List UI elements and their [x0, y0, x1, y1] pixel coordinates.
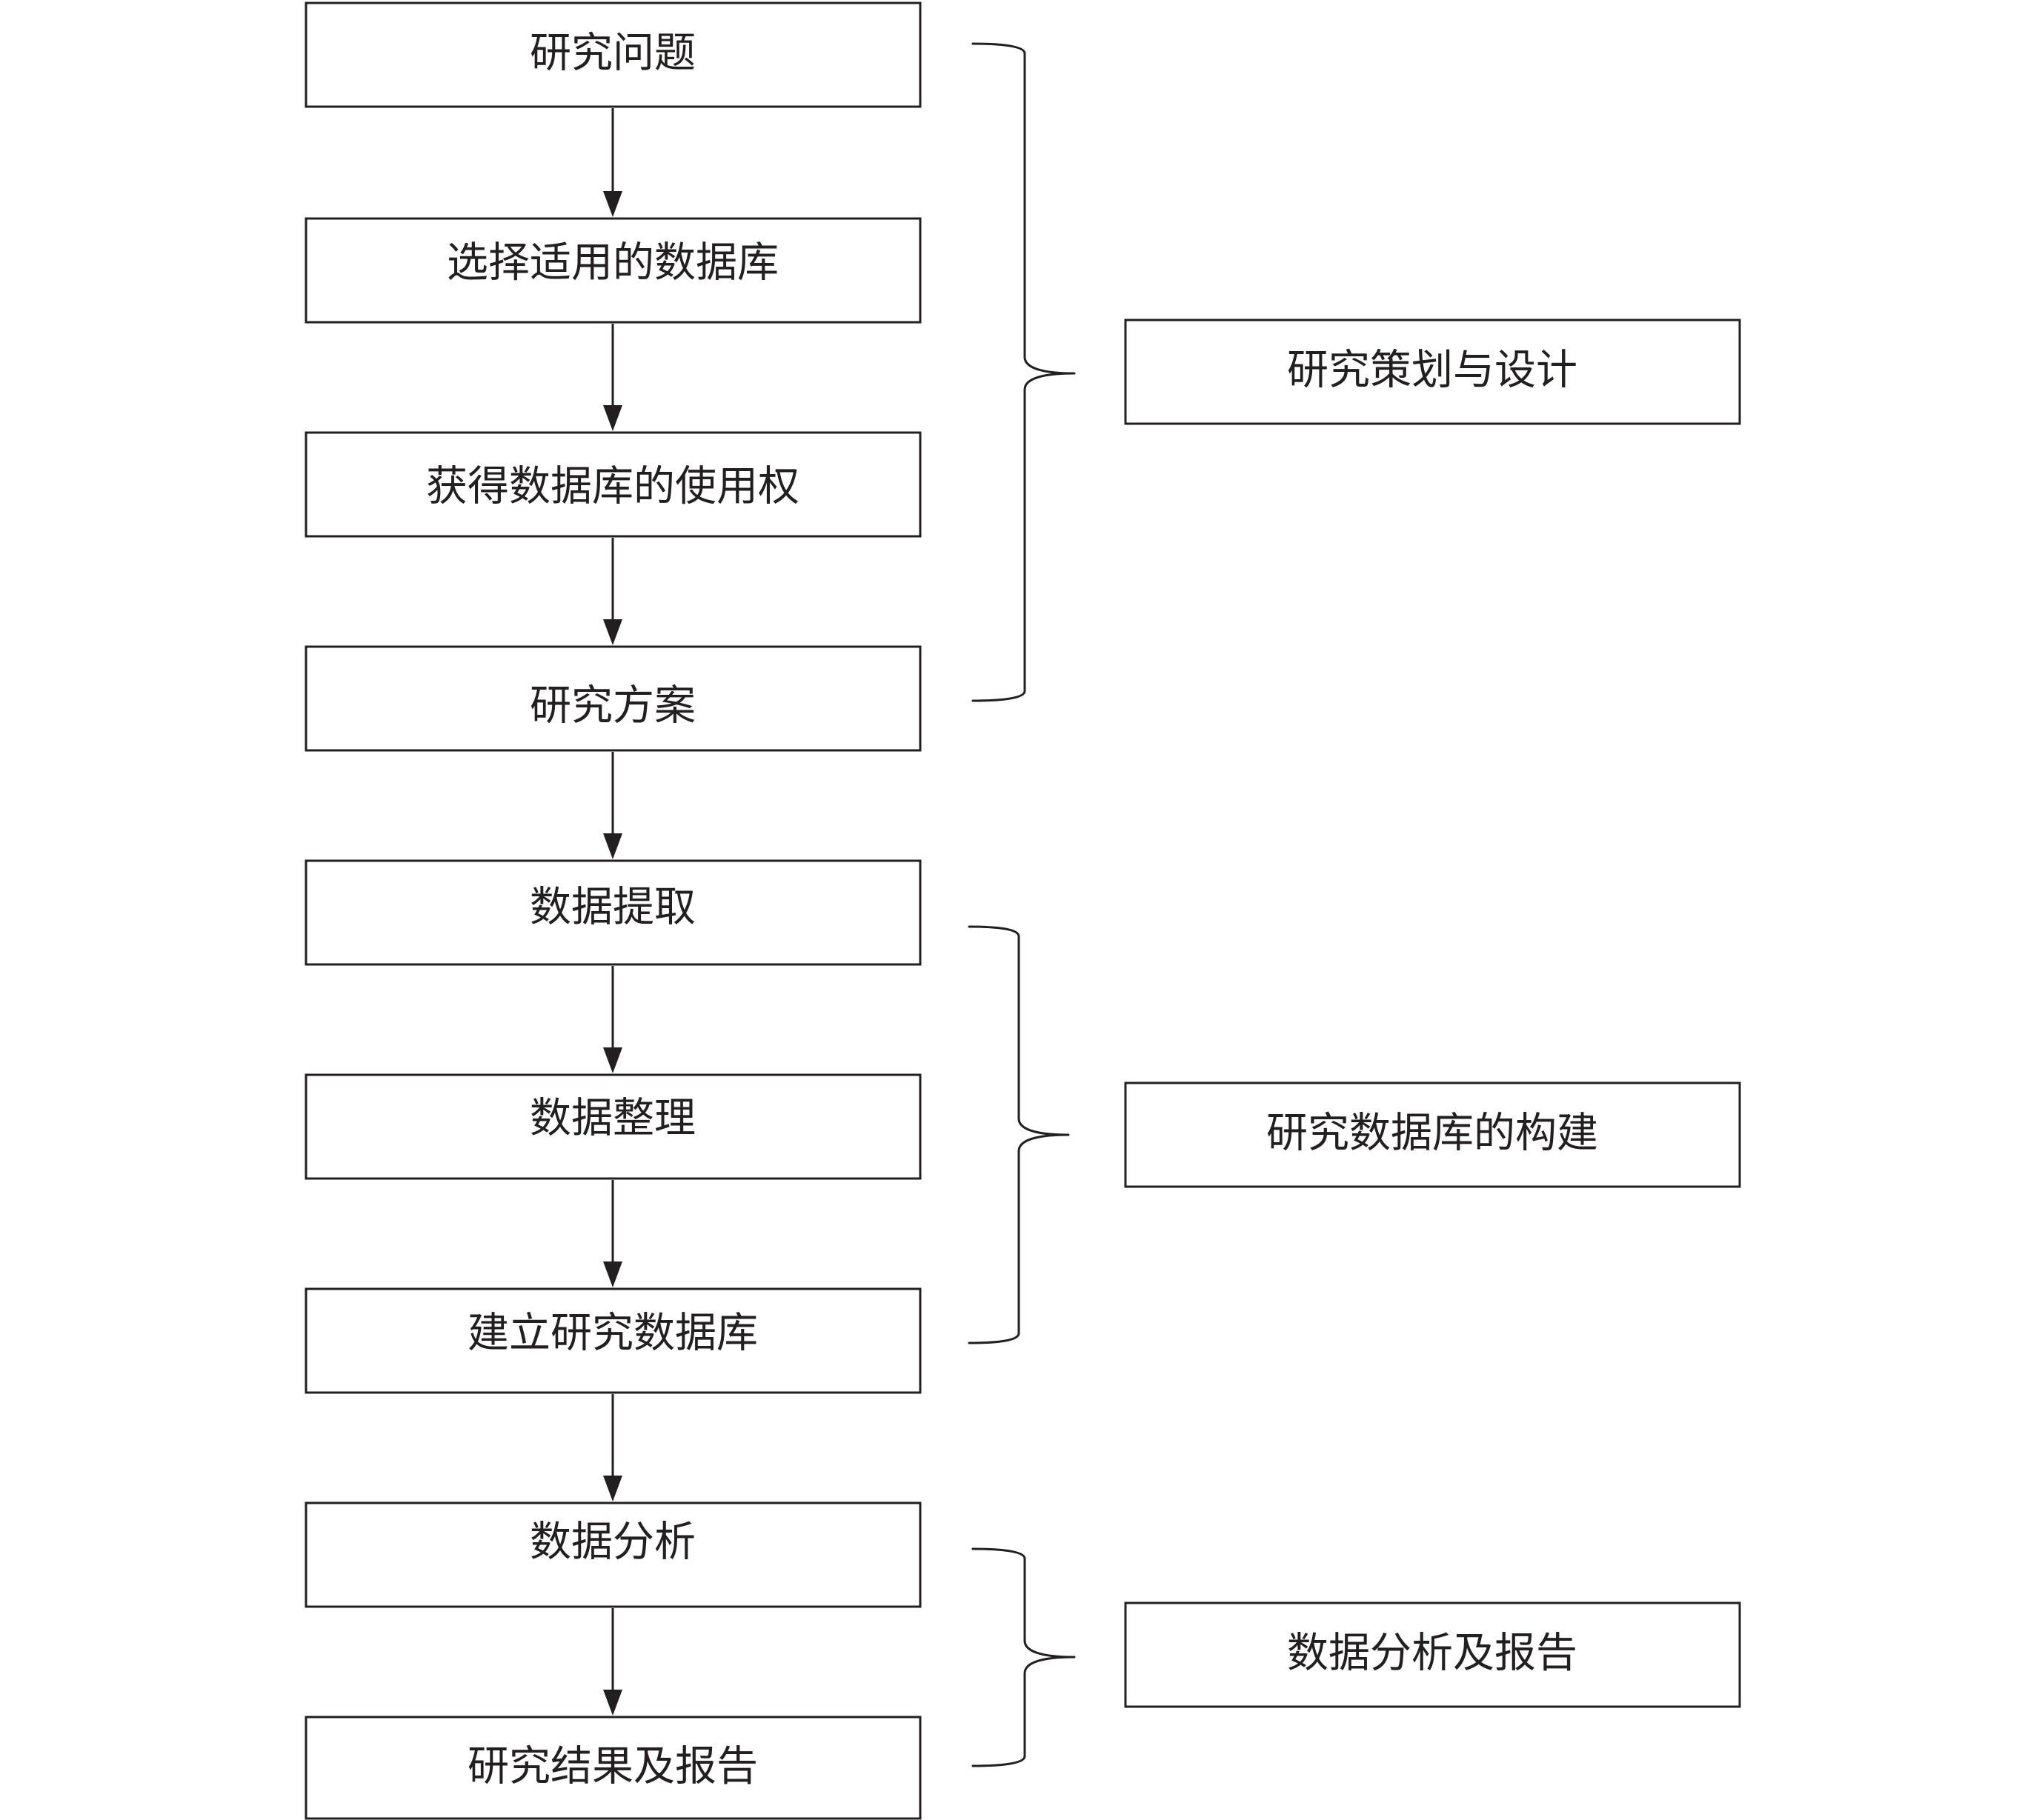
stage-box-analysis-report: 数据分析及报告 [1124, 1601, 1741, 1708]
arrow-down-icon [603, 1180, 622, 1287]
arrow-down-icon [603, 1608, 622, 1716]
step-box-data-analysis: 数据分析 [305, 1501, 922, 1608]
stage-label: 研究数据库的构建 [1266, 1110, 1598, 1158]
arrow-down-icon [603, 752, 622, 859]
brace-icon [971, 1547, 1076, 1767]
arrow-down-icon [603, 324, 622, 431]
arrow-down-icon [603, 1394, 622, 1501]
step-label: 研究结果及报告 [468, 1743, 758, 1791]
stage-box-planning-design: 研究策划与设计 [1124, 319, 1741, 425]
step-label: 选择适用的数据库 [447, 239, 779, 287]
stage-label: 研究策划与设计 [1287, 347, 1577, 395]
step-label: 获得数据库的使用权 [426, 463, 799, 511]
arrow-down-icon [603, 538, 622, 645]
step-label: 数据分析 [530, 1519, 696, 1567]
step-box-research-question: 研究问题 [305, 1, 922, 108]
brace-icon [971, 42, 1076, 702]
stage-label: 数据分析及报告 [1287, 1630, 1577, 1678]
step-box-select-database: 选择适用的数据库 [305, 217, 922, 324]
step-box-data-cleaning: 数据整理 [305, 1073, 922, 1180]
step-box-obtain-access: 获得数据库的使用权 [305, 431, 922, 538]
step-label: 数据整理 [530, 1095, 696, 1143]
stage-box-database-construction: 研究数据库的构建 [1124, 1081, 1741, 1188]
arrow-down-icon [603, 966, 622, 1073]
step-box-results-report: 研究结果及报告 [305, 1716, 922, 1820]
step-label: 建立研究数据库 [468, 1310, 758, 1358]
step-box-research-plan: 研究方案 [305, 645, 922, 752]
arrow-down-icon [603, 108, 622, 217]
step-box-build-database: 建立研究数据库 [305, 1287, 922, 1394]
step-label: 研究问题 [530, 30, 696, 78]
brace-icon [968, 925, 1070, 1344]
step-label: 研究方案 [530, 682, 696, 730]
step-box-data-extraction: 数据提取 [305, 859, 922, 966]
step-label: 数据提取 [530, 884, 696, 932]
